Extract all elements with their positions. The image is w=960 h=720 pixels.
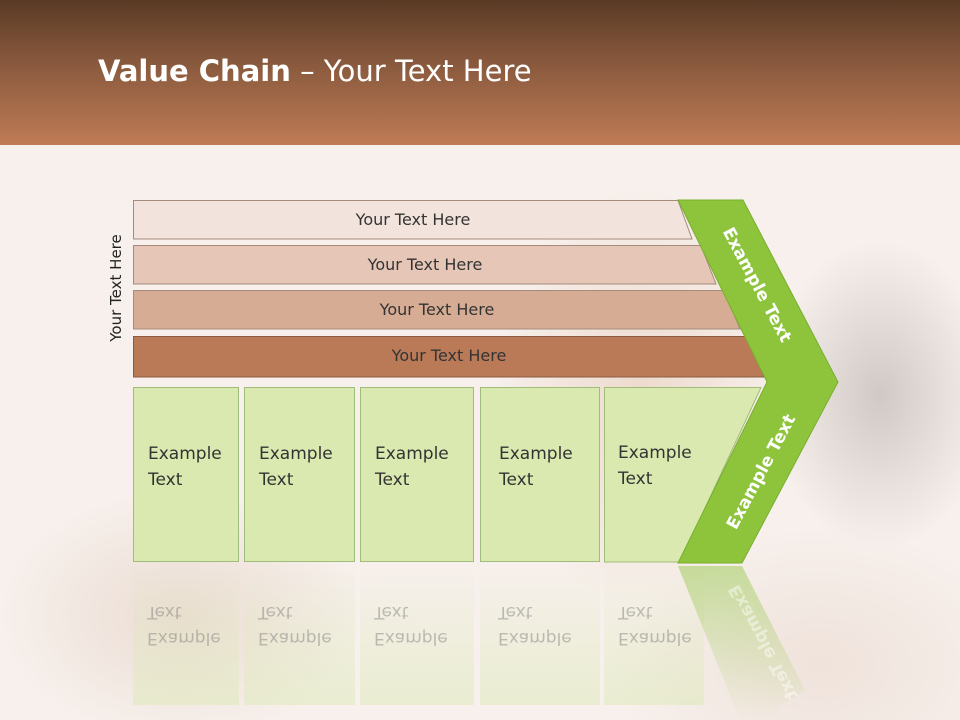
column-1-reflection-line1: Example	[147, 628, 221, 648]
row-2: Your Text Here	[133, 245, 717, 285]
column-1-line2: Text	[148, 470, 183, 490]
column-5-reflection-line1: Example	[618, 628, 692, 648]
column-5-line1: Example	[618, 443, 692, 463]
column-3-line2: Text	[375, 470, 410, 490]
column-2-line2: Text	[259, 470, 294, 490]
column-3-reflection-line2: Text	[374, 602, 409, 622]
column-3-reflection-line1: Example	[374, 628, 448, 648]
column-5-line2: Text	[618, 469, 653, 489]
title-bar: Value Chain – Your Text Here	[0, 0, 960, 145]
side-label: Your Text Here	[107, 234, 125, 342]
row-3-label: Your Text Here	[379, 299, 495, 319]
slide-title: Value Chain – Your Text Here	[98, 54, 532, 88]
column-4-line1: Example	[499, 444, 573, 464]
column-4-line2: Text	[499, 470, 534, 490]
column-5: Example Text	[604, 387, 762, 563]
column-2-reflection-line2: Text	[258, 602, 293, 622]
column-2-reflection-line1: Example	[258, 628, 332, 648]
column-1: Example Text	[133, 387, 239, 562]
column-2: Example Text	[244, 387, 355, 562]
row-1-label: Your Text Here	[355, 209, 471, 229]
column-5-reflection: Example Text	[604, 565, 704, 705]
row-1: Your Text Here	[133, 200, 693, 240]
column-2-reflection: Example Text	[244, 565, 355, 705]
column-4-reflection: Example Text	[480, 565, 600, 705]
column-1-reflection-line2: Text	[147, 602, 182, 622]
row-2-label: Your Text Here	[367, 254, 483, 274]
column-3: Example Text	[360, 387, 474, 562]
row-3: Your Text Here	[133, 290, 741, 330]
row-4: Your Text Here	[133, 336, 765, 378]
column-1-reflection: Example Text	[133, 565, 239, 705]
column-1-line1: Example	[148, 444, 222, 464]
column-2-line1: Example	[259, 444, 333, 464]
column-4-reflection-line1: Example	[498, 628, 572, 648]
column-3-reflection: Example Text	[360, 565, 474, 705]
column-5-reflection-line2: Text	[618, 602, 653, 622]
column-4: Example Text	[480, 387, 600, 562]
column-3-line1: Example	[375, 444, 449, 464]
row-4-label: Your Text Here	[391, 345, 507, 365]
column-4-reflection-line2: Text	[498, 602, 533, 622]
